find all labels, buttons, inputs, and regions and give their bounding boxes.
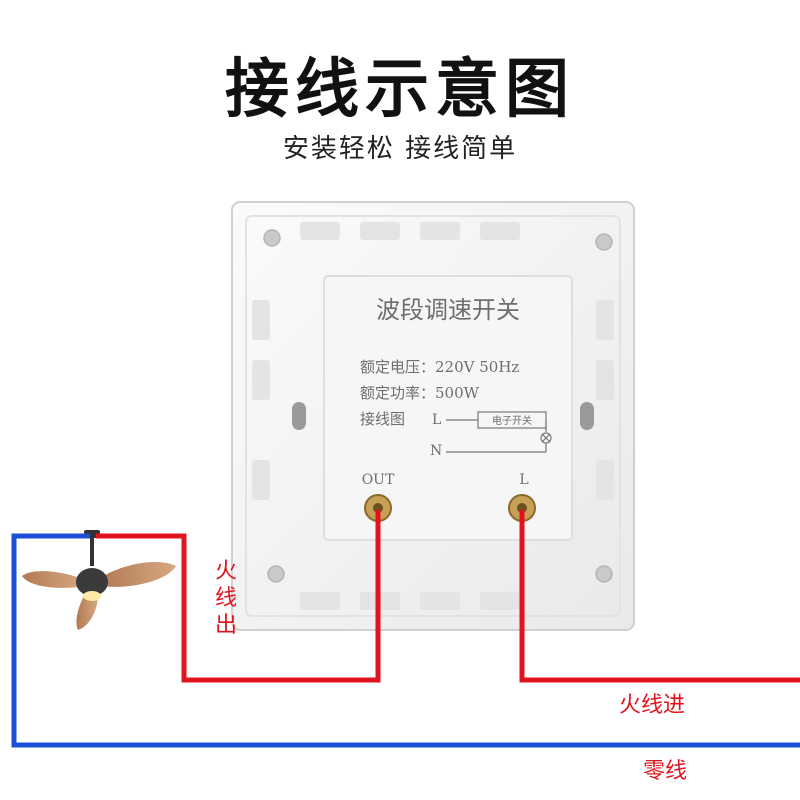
label-live-out-2: 线 (215, 586, 237, 611)
panel-wiring-label: 接线图 (360, 410, 405, 428)
screw-holes (263, 229, 613, 583)
terminal-label-l: L (519, 472, 528, 488)
live-out-wire (96, 510, 381, 683)
label-neutral: 零线 (643, 759, 687, 784)
terminal-label-out: OUT (362, 472, 395, 488)
panel-rated-voltage: 额定电压：220V 50Hz (360, 358, 519, 376)
page-title: 接线示意图 (225, 53, 575, 127)
label-live-out-3: 出 (215, 613, 237, 638)
mount-slot-right (580, 402, 594, 430)
ceiling-fan-icon (22, 530, 176, 630)
panel-schematic (446, 411, 552, 453)
panel-rated-power: 额定功率：500W (360, 384, 480, 402)
label-live-out-1: 火 (215, 559, 237, 584)
page-subtitle: 安装轻松 接线简单 (282, 134, 518, 164)
panel-wiring-N: N (430, 443, 442, 459)
live-in-wire (519, 510, 800, 683)
neutral-wire (11, 533, 800, 748)
label-live-in: 火线进 (619, 693, 685, 718)
mount-slot-left (292, 402, 306, 430)
panel-wiring-L: L (432, 412, 441, 428)
panel-switch-box: 电子开关 (492, 414, 532, 427)
panel-heading: 波段调速开关 (376, 296, 520, 324)
label-panel: 波段调速开关 额定电压：220V 50Hz 额定功率：500W 接线图 L N … (323, 275, 573, 541)
